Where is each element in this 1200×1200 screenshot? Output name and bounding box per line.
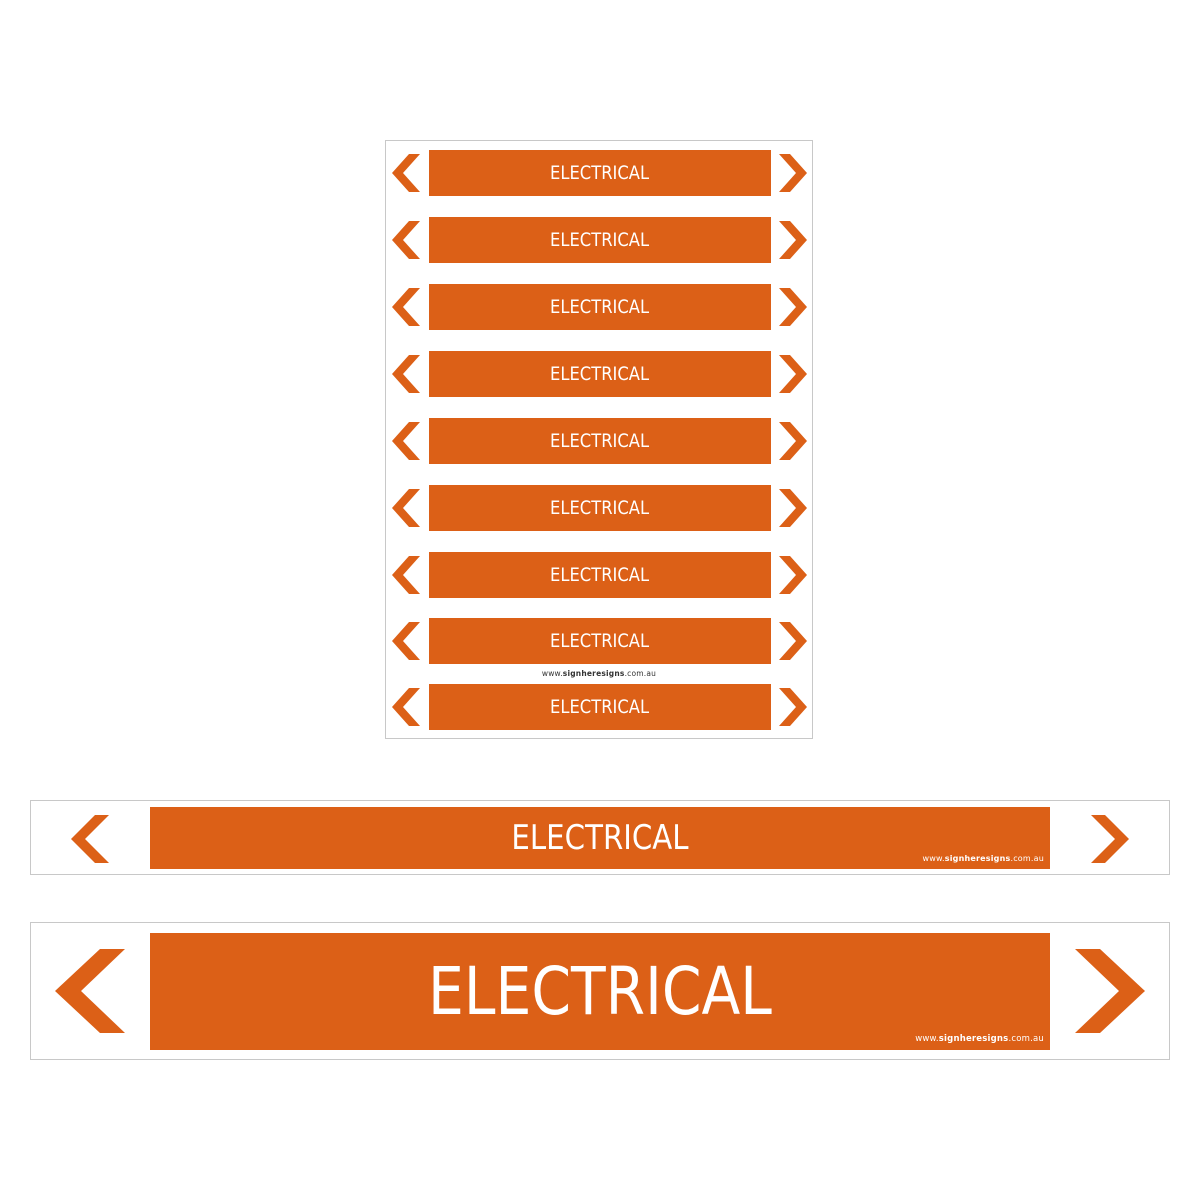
pipe-marker-label: ELECTRICAL — [550, 630, 650, 652]
pipe-marker-label: ELECTRICAL — [511, 818, 689, 858]
chevron-right-icon — [779, 688, 807, 726]
sheet-row: ELECTRICAL — [386, 552, 812, 598]
url-prefix: www. — [922, 854, 945, 863]
pipe-marker-label: ELECTRICAL — [428, 953, 772, 1030]
sticker-sheet: ELECTRICAL ELECTRICAL ELECTRICAL ELECTRI… — [385, 140, 813, 739]
url-suffix: .com.au — [1008, 1034, 1044, 1044]
sheet-row: ELECTRICAL — [386, 217, 812, 263]
chevron-right-icon — [779, 622, 807, 660]
sheet-row: ELECTRICAL — [386, 485, 812, 531]
pipe-marker-bar: ELECTRICAL — [429, 552, 771, 598]
pipe-marker-bar: ELECTRICAL — [429, 150, 771, 196]
chevron-left-icon — [392, 221, 420, 259]
sheet-row: ELECTRICAL — [386, 284, 812, 330]
sheet-row: ELECTRICAL — [386, 684, 812, 730]
pipe-marker-bar: ELECTRICAL www.signheresigns.com.au — [150, 807, 1050, 869]
chevron-left-icon — [392, 489, 420, 527]
chevron-left-icon — [392, 154, 420, 192]
bar-website-url: www.signheresigns.com.au — [915, 1034, 1044, 1044]
chevron-right-icon — [779, 355, 807, 393]
pipe-marker-strip-large: ELECTRICAL www.signheresigns.com.au — [30, 922, 1170, 1060]
url-brand: signheresigns — [938, 1034, 1009, 1044]
chevron-right-icon — [779, 221, 807, 259]
pipe-marker-bar: ELECTRICAL — [429, 351, 771, 397]
pipe-marker-bar: ELECTRICAL — [429, 618, 771, 664]
pipe-marker-label: ELECTRICAL — [550, 296, 650, 318]
url-suffix: .com.au — [1010, 854, 1044, 863]
url-prefix: www. — [541, 669, 563, 678]
bar-website-url: www.signheresigns.com.au — [922, 854, 1044, 863]
chevron-left-icon — [392, 422, 420, 460]
chevron-right-icon — [779, 154, 807, 192]
url-suffix: .com.au — [624, 669, 657, 678]
pipe-marker-bar: ELECTRICAL — [429, 485, 771, 531]
pipe-marker-bar: ELECTRICAL — [429, 284, 771, 330]
pipe-marker-label: ELECTRICAL — [550, 162, 650, 184]
chevron-right-icon — [1091, 815, 1129, 863]
chevron-right-icon — [779, 489, 807, 527]
sheet-row: ELECTRICAL — [386, 150, 812, 196]
chevron-right-icon — [1075, 949, 1145, 1033]
pipe-marker-bar: ELECTRICAL — [429, 217, 771, 263]
sheet-row: ELECTRICAL — [386, 618, 812, 664]
chevron-left-icon — [392, 556, 420, 594]
pipe-marker-label: ELECTRICAL — [550, 363, 650, 385]
pipe-marker-bar: ELECTRICAL — [429, 684, 771, 730]
sheet-row: ELECTRICAL — [386, 351, 812, 397]
pipe-marker-bar: ELECTRICAL — [429, 418, 771, 464]
chevron-left-icon — [392, 288, 420, 326]
chevron-left-icon — [392, 688, 420, 726]
pipe-marker-strip-medium: ELECTRICAL www.signheresigns.com.au — [30, 800, 1170, 875]
pipe-marker-label: ELECTRICAL — [550, 497, 650, 519]
pipe-marker-label: ELECTRICAL — [550, 229, 650, 251]
chevron-right-icon — [779, 556, 807, 594]
url-brand: signheresigns — [944, 854, 1011, 863]
url-brand: signheresigns — [562, 669, 625, 678]
pipe-marker-label: ELECTRICAL — [550, 430, 650, 452]
chevron-left-icon — [392, 355, 420, 393]
sheet-website-url: www.signheresigns.com.au — [386, 669, 812, 678]
chevron-left-icon — [392, 622, 420, 660]
pipe-marker-label: ELECTRICAL — [550, 564, 650, 586]
pipe-marker-label: ELECTRICAL — [550, 696, 650, 718]
chevron-right-icon — [779, 288, 807, 326]
chevron-left-icon — [71, 815, 109, 863]
chevron-left-icon — [55, 949, 125, 1033]
url-prefix: www. — [915, 1034, 939, 1044]
pipe-marker-bar: ELECTRICAL www.signheresigns.com.au — [150, 933, 1050, 1050]
sheet-row: ELECTRICAL — [386, 418, 812, 464]
chevron-right-icon — [779, 422, 807, 460]
